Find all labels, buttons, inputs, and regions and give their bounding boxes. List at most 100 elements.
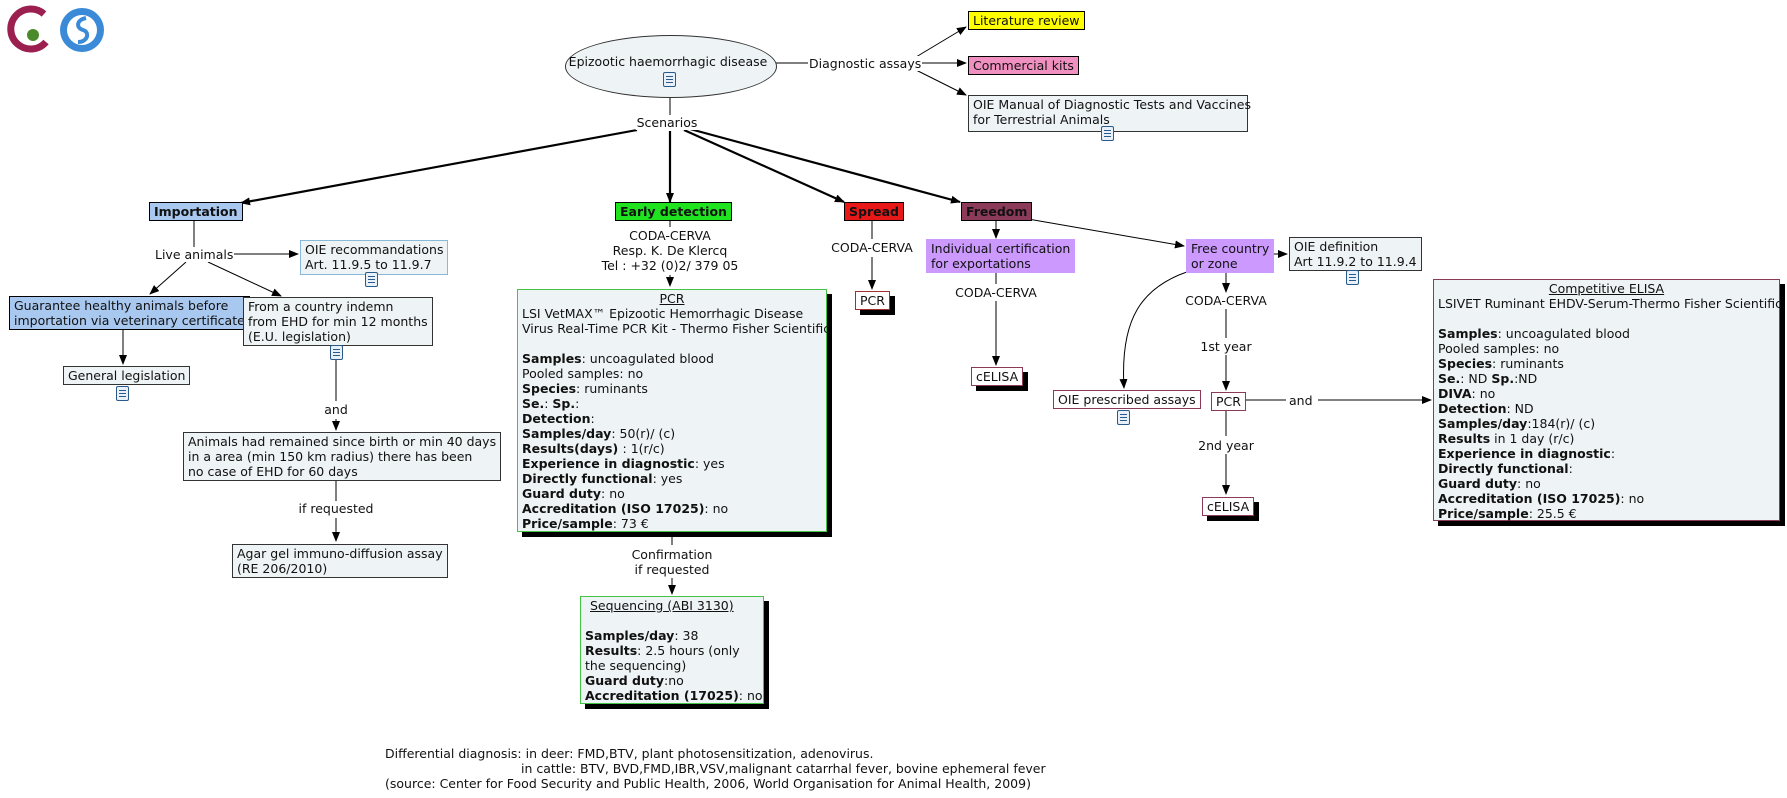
scenario-freedom[interactable]: Freedom [961,202,1033,221]
field-row: Pooled samples: no [1438,341,1560,356]
field-row: Results(days) : 1(r/c) [522,441,665,456]
spread-pcr-node[interactable]: PCR [855,291,890,310]
contact-line1: CODA-CERVA [629,228,711,243]
celisa-node-1[interactable]: cELISA [971,367,1024,386]
document-icon[interactable] [365,272,378,287]
pcr-kit-line2: Virus Real-Time PCR Kit - Thermo Fisher … [522,321,831,336]
guarantee-node[interactable]: Guarantee healthy animals before importa… [9,296,250,330]
field-row: Se.: ND Sp.:ND [1438,371,1538,386]
footer-line2: in cattle: BTV, BVD,FMD,IBR,VSV,malignan… [521,761,1046,776]
logo-blue-circle [60,8,104,52]
competitive-title: Competitive ELISA [1548,281,1665,296]
freedom-lab1: CODA-CERVA [954,285,1038,300]
from-country-line3: (E.U. legislation) [248,329,351,344]
individual-line1: Individual certification [931,241,1071,256]
literature-review-node[interactable]: Literature review [968,11,1085,30]
footer-line1: Differential diagnosis: in deer: FMD,BTV… [385,746,874,761]
document-icon[interactable] [1117,410,1130,425]
document-icon[interactable] [1346,270,1359,285]
logo-cerva [7,5,49,53]
field-row: Guard duty: no [522,486,625,501]
field-row: Samples/day: 38 [585,628,699,643]
link-if-requested: if requested [297,501,375,516]
agar-line2: (RE 206/2010) [237,561,328,576]
individual-line2: for exportations [931,256,1031,271]
from-country-line1: From a country indemn [248,299,394,314]
field-row: Results in 1 day (r/c) [1438,431,1575,446]
field-row: Directly functional: yes [522,471,683,486]
field-row: the sequencing) [585,658,687,673]
root-node[interactable] [565,35,777,98]
field-row: Accreditation (ISO 17025): no [522,501,729,516]
agar-node[interactable]: Agar gel immuno-diffusion assay (RE 206/… [232,544,448,578]
freedom-lab2: CODA-CERVA [1184,293,1268,308]
confirmation-line1: Confirmation [631,547,713,562]
document-icon[interactable] [330,345,343,360]
animals-line2: in a area (min 150 km radius) there has … [188,449,473,464]
animals-line3: no case of EHD for 60 days [188,464,358,479]
oie-rec-line2: Art. 11.9.5 to 11.9.7 [305,257,432,272]
field-row: Results: 2.5 hours (only [585,643,740,658]
field-row: Guard duty: no [1438,476,1541,491]
pcr-card[interactable]: PCR LSI VetMAX™ Epizootic Hemorrhagic Di… [517,289,831,532]
free-country-line1: Free country [1191,241,1270,256]
field-row: Accreditation (17025): no [585,688,763,703]
freedom-pcr-node[interactable]: PCR [1211,392,1246,411]
field-row: Samples/day:184(r)/ (c) [1438,416,1596,431]
field-row: Guard duty:no [585,673,684,688]
sitemap-icon[interactable] [116,386,129,401]
scenario-early-detection[interactable]: Early detection [615,202,732,221]
oie-definition-line1: OIE definition [1294,239,1379,254]
celisa-node-2[interactable]: cELISA [1202,497,1255,516]
pcr-title: PCR [659,291,685,306]
from-country-line2: from EHD for min 12 months [248,314,428,329]
sequencing-title: Sequencing (ABI 3130) [590,598,734,613]
field-row: Se.: Sp.: [522,396,580,411]
field-row: Accreditation (ISO 17025): no [1438,491,1645,506]
oie-prescribed-node[interactable]: OIE prescribed assays [1053,390,1201,409]
commercial-kits-node[interactable]: Commercial kits [968,56,1079,75]
field-row: Samples: uncoagulated blood [1438,326,1630,341]
confirmation-line2: if requested [634,562,710,577]
scenario-importation[interactable]: Importation [149,202,243,221]
document-icon[interactable] [1101,126,1114,141]
guarantee-line2: importation via veterinary certificate [14,313,245,328]
oie-recommendations-node[interactable]: OIE recommandations Art. 11.9.5 to 11.9.… [300,240,449,275]
field-row: Samples/day: 50(r)/ (c) [522,426,676,441]
from-country-node[interactable]: From a country indemn from EHD for min 1… [243,297,433,346]
link-2nd-year: 2nd year [1197,438,1255,453]
animals-remained-node[interactable]: Animals had remained since birth or min … [183,432,502,481]
field-row: Experience in diagnostic: yes [522,456,725,471]
oie-manual-line2: for Terrestrial Animals [973,112,1110,127]
link-confirmation: Confirmation if requested [630,547,714,577]
free-country-line2: or zone [1191,256,1238,271]
document-icon[interactable] [663,72,676,87]
individual-cert-node[interactable]: Individual certification for exportation… [926,239,1076,273]
competitive-elisa-card[interactable]: Competitive ELISA LSIVET Ruminant EHDV-S… [1433,279,1782,521]
link-and-1: and [323,402,349,417]
competitive-kit: LSIVET Ruminant EHDV-Serum-Thermo Fisher… [1438,296,1782,311]
field-row: Directly functional: [1438,461,1573,476]
contact-line2: Resp. K. De Klercq [612,243,728,258]
link-diagnostic-assays: Diagnostic assays [808,56,923,71]
footer-line3: (source: Center for Food Security and Pu… [385,776,1031,791]
oie-manual-node[interactable]: OIE Manual of Diagnostic Tests and Vacci… [968,95,1251,132]
link-scenarios: Scenarios [635,115,699,130]
oie-manual-line1: OIE Manual of Diagnostic Tests and Vacci… [973,97,1251,112]
field-row: Price/sample: 25.5 € [1438,506,1577,521]
field-row: Detection: [522,411,595,426]
oie-definition-node[interactable]: OIE definition Art 11.9.2 to 11.9.4 [1289,237,1422,271]
oie-rec-line1: OIE recommandations [305,242,444,257]
guarantee-line1: Guarantee healthy animals before [14,298,229,313]
general-legislation-node[interactable]: General legislation [63,366,191,385]
field-row: Price/sample: 73 € [522,516,649,531]
scenario-spread[interactable]: Spread [844,202,904,221]
free-country-node[interactable]: Free country or zone [1186,239,1275,273]
field-row: Detection: ND [1438,401,1534,416]
link-and-2: and [1288,393,1314,408]
oie-definition-line2: Art 11.9.2 to 11.9.4 [1294,254,1417,269]
